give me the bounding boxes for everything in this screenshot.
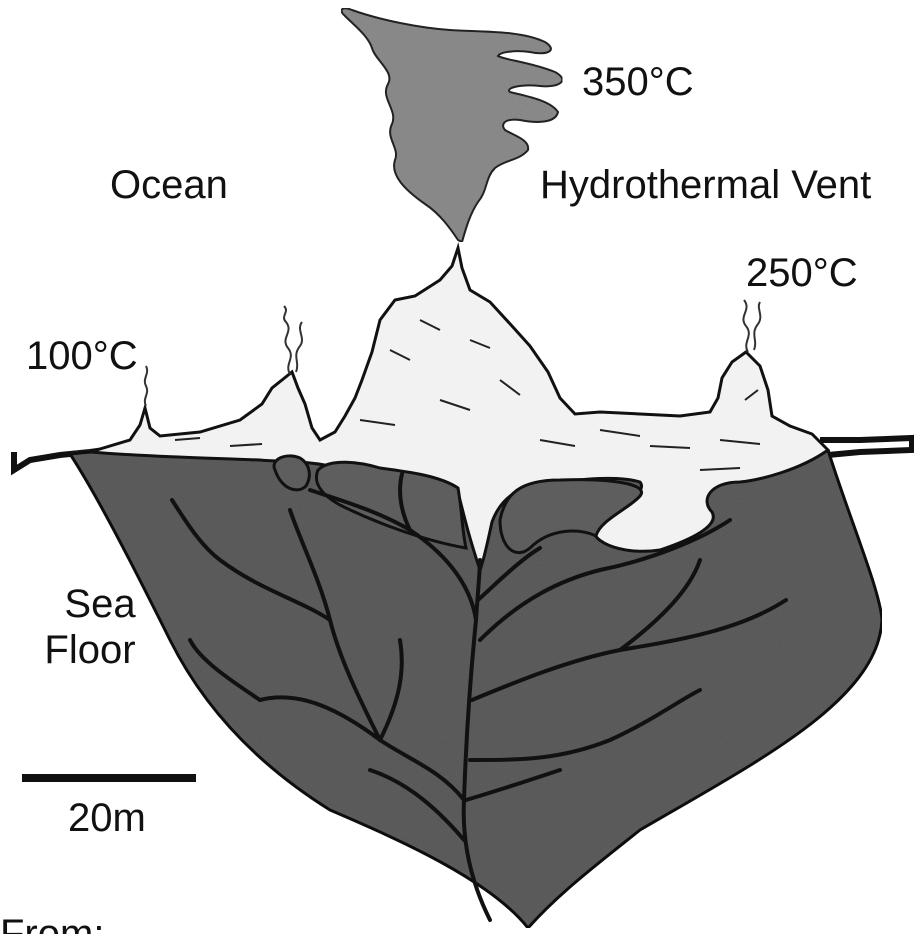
floor-lobe-right	[498, 478, 644, 555]
source-credit-label: From:	[0, 912, 105, 934]
scale-bar	[22, 774, 196, 782]
chimney-wisps	[143, 299, 762, 407]
hydrothermal-vent-label: Hydrothermal Vent	[540, 163, 872, 207]
sea-floor-label-line2: Floor	[44, 628, 136, 672]
right-chimney-temperature-label: 250°C	[746, 251, 858, 295]
scale-bar-label: 20m	[68, 796, 146, 840]
floor-lobe-left	[272, 454, 311, 492]
mound-texture	[174, 319, 761, 471]
plume-temperature-label: 350°C	[582, 60, 694, 104]
left-chimney-temperature-label: 100°C	[26, 334, 138, 378]
black-smoker-plume	[340, 7, 564, 244]
sea-floor-label-line1: Sea	[64, 582, 136, 626]
ocean-label: Ocean	[110, 163, 228, 207]
floor-lobe-center	[315, 460, 468, 550]
fluid-channels	[170, 472, 788, 922]
